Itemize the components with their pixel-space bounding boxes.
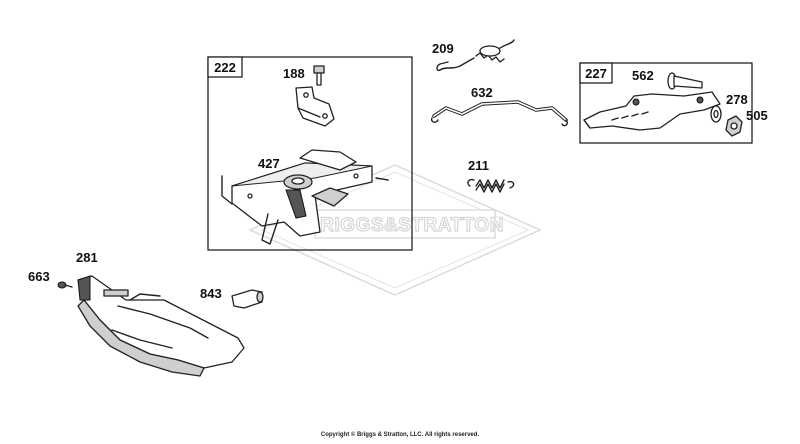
part-label-281: 281 bbox=[76, 250, 98, 265]
part-label-209: 209 bbox=[432, 41, 454, 56]
part-label-278: 278 bbox=[726, 92, 748, 107]
callout-box-227 bbox=[579, 62, 753, 144]
part-278-washer bbox=[710, 105, 722, 123]
part-211-spring bbox=[467, 178, 515, 193]
callout-label-222: 222 bbox=[214, 60, 236, 75]
callout-label-227: 227 bbox=[585, 66, 607, 81]
part-505-nut bbox=[725, 115, 743, 137]
part-227-lever bbox=[583, 91, 721, 131]
watermark-text: BRIGGS&STRATTON bbox=[306, 215, 504, 236]
part-label-843: 843 bbox=[200, 286, 222, 301]
part-label-562: 562 bbox=[632, 68, 654, 83]
part-632-link-rod bbox=[430, 100, 569, 127]
part-label-188: 188 bbox=[283, 66, 305, 81]
part-663-screw bbox=[57, 281, 73, 289]
callout-box-222-tag bbox=[207, 56, 243, 78]
callout-box-222 bbox=[207, 56, 413, 251]
part-label-632: 632 bbox=[471, 85, 493, 100]
part-562-bolt bbox=[667, 72, 703, 90]
part-427-control-bracket bbox=[221, 149, 389, 245]
part-label-663: 663 bbox=[28, 269, 50, 284]
part-209-spring bbox=[436, 39, 515, 72]
part-label-211: 211 bbox=[468, 158, 489, 173]
part-281-shroud bbox=[77, 275, 245, 377]
part-843-grip bbox=[231, 289, 264, 309]
part-188-screw bbox=[295, 65, 335, 127]
callout-box-227-tag bbox=[579, 62, 613, 84]
part-label-505: 505 bbox=[746, 108, 768, 123]
part-label-427: 427 bbox=[258, 156, 280, 171]
copyright-footer: Copyright © Briggs & Stratton, LLC. All … bbox=[320, 432, 480, 438]
